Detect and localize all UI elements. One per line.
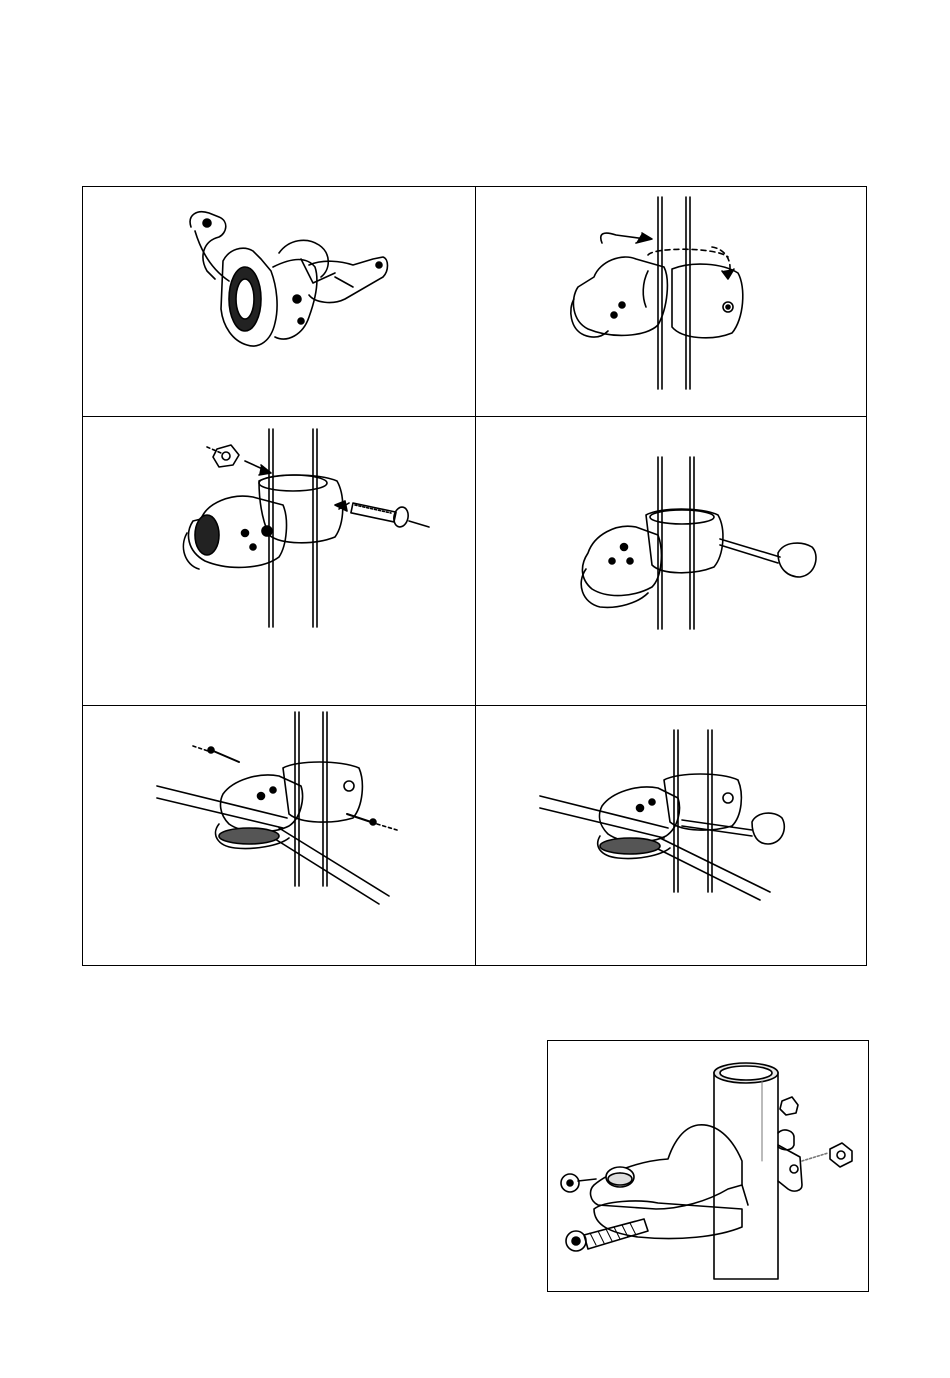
pulley-clamp-parts-icon <box>83 187 475 416</box>
alternative-bracket-exploded-icon <box>548 1041 868 1291</box>
bolt-nut-insertion-icon <box>83 417 475 705</box>
alternative-bracket-figure <box>547 1040 869 1292</box>
step-panel-secure-cable-screwdriver <box>476 706 866 965</box>
step-panel-tighten-with-screwdriver <box>476 417 866 705</box>
step-panel-clamp-parts <box>83 187 475 416</box>
step-panel-insert-cable-and-pins <box>83 706 475 965</box>
step-panel-clamp-on-pole <box>476 187 866 416</box>
cable-pin-insertion-icon <box>83 706 475 965</box>
step-panel-insert-bolt-and-nut <box>83 417 475 705</box>
cable-secured-screwdriver-icon <box>476 706 866 965</box>
instruction-steps-grid <box>82 186 867 966</box>
screwdriver-tightening-icon <box>476 417 866 705</box>
clamp-rotate-arrows-icon <box>476 187 866 416</box>
